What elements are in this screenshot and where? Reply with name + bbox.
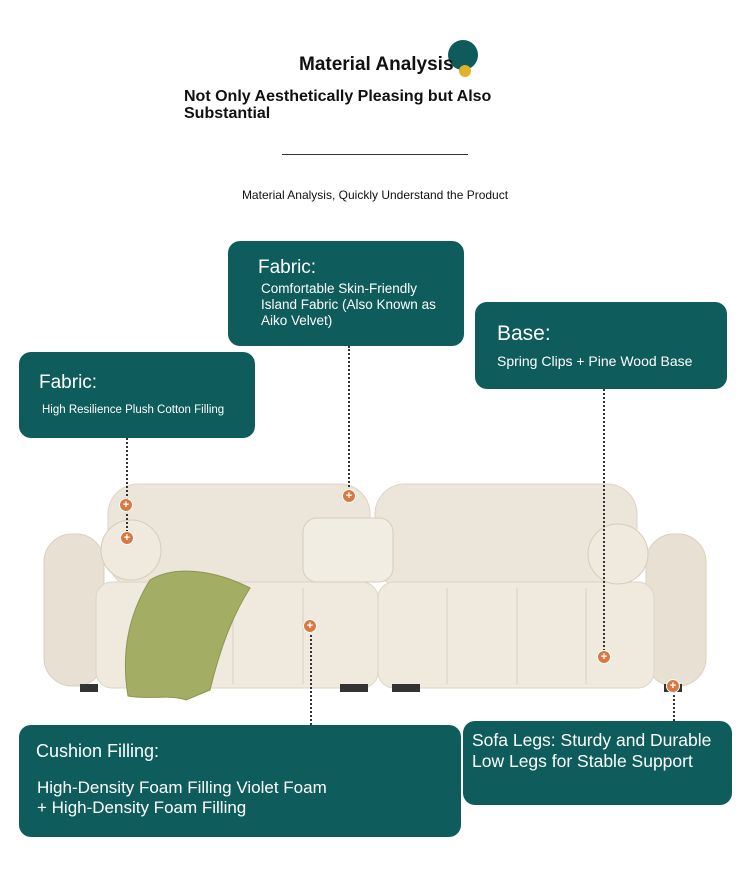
callout-heading: Fabric: (39, 372, 98, 393)
callout-fabric-left: Fabric: High Resilience Plush Cotton Fil… (19, 352, 255, 438)
section-caption: Material Analysis, Quickly Understand th… (241, 188, 509, 202)
sofa-illustration (43, 483, 707, 701)
marker-fabric-left-2[interactable]: + (120, 531, 134, 545)
callout-body: Spring Clips + Pine Wood Base (497, 353, 693, 369)
callout-heading: Cushion Filling: (36, 741, 160, 761)
leader-line-cushion (310, 626, 312, 725)
marker-base[interactable]: + (597, 650, 611, 664)
callout-fabric-top: Fabric: Comfortable Skin-Friendly Island… (228, 241, 464, 346)
leader-line-fabric-top (348, 346, 350, 494)
page-title: Material Analysis (299, 54, 454, 75)
callout-heading: Base: (497, 322, 551, 345)
title-accent-dot (459, 65, 471, 77)
marker-cushion[interactable]: + (303, 619, 317, 633)
leader-line-fabric-left (126, 438, 128, 536)
leader-line-base (603, 389, 605, 655)
marker-fabric-top[interactable]: + (342, 489, 356, 503)
callout-body: High Resilience Plush Cotton Filling (42, 404, 225, 416)
callout-heading: Fabric: (258, 257, 317, 278)
callout-body: Sofa Legs: Sturdy and Durable Low Legs f… (472, 730, 712, 771)
callout-cushion-filling: Cushion Filling: High-Density Foam Filli… (19, 725, 461, 837)
callout-base: Base: Spring Clips + Pine Wood Base (475, 302, 727, 389)
callout-sofa-legs: Sofa Legs: Sturdy and Durable Low Legs f… (463, 721, 732, 805)
marker-fabric-left-1[interactable]: + (119, 498, 133, 512)
page-subtitle: Not Only Aesthetically Pleasing but Also… (184, 88, 492, 122)
callout-body: High-Density Foam Filling Violet Foam + … (37, 778, 327, 817)
leader-line-legs (673, 686, 675, 721)
callout-body: Comfortable Skin-Friendly Island Fabric … (261, 281, 436, 328)
marker-legs[interactable]: + (666, 679, 680, 693)
divider (282, 154, 468, 155)
